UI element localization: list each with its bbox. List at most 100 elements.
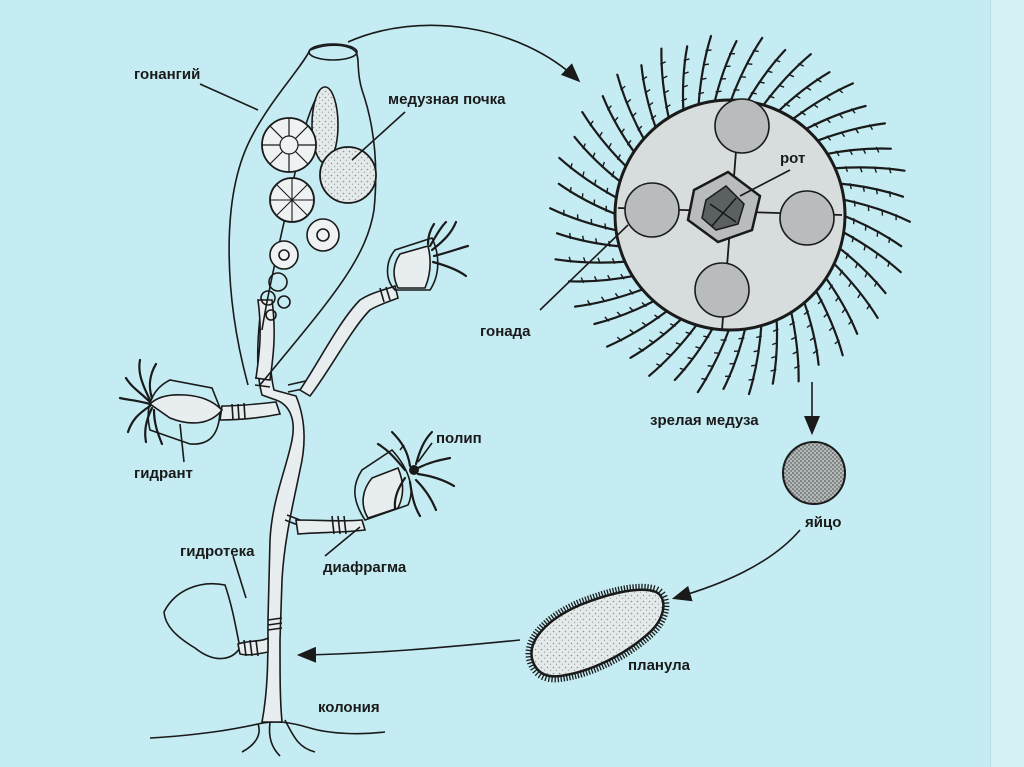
- tentacle-segment: [844, 165, 849, 172]
- tentacle-segment: [753, 349, 760, 353]
- label-gonad: гонада: [480, 323, 531, 340]
- tentacle-segment: [848, 281, 853, 288]
- medusa-tentacle: [713, 40, 738, 106]
- tentacle-segment: [778, 84, 785, 88]
- labels: гонангий медузная почка рот гонада зрела…: [134, 66, 841, 716]
- tentacle-segment: [595, 238, 598, 245]
- tentacle-segment: [626, 139, 632, 146]
- gonad: [779, 190, 835, 246]
- tentacle-segment: [681, 97, 688, 102]
- tentacle-segment: [859, 166, 863, 173]
- medusa-tentacle: [593, 298, 658, 326]
- tentacle-segment: [616, 336, 623, 342]
- tentacle-segment: [701, 377, 708, 381]
- tentacle-segment: [862, 185, 865, 192]
- tentacle-segment: [840, 131, 846, 138]
- tentacle-segment: [746, 62, 753, 65]
- hydranth-left: [118, 358, 224, 446]
- tentacle-segment: [848, 149, 853, 156]
- medusa-tentacle: [673, 324, 716, 382]
- medusa-tentacle: [747, 321, 763, 396]
- polyp: [354, 430, 456, 521]
- tentacle-segment: [875, 252, 879, 259]
- tentacle-segment: [582, 235, 585, 242]
- tentacle-segment: [569, 163, 573, 170]
- tentacle-segment: [750, 92, 757, 95]
- medusa-tentacle: [601, 95, 637, 156]
- tentacle-segment: [863, 244, 867, 251]
- tentacle-segment: [589, 120, 594, 127]
- medusa-tentacle: [573, 135, 624, 185]
- medusa-tentacle: [760, 53, 812, 109]
- tentacle-segment: [682, 71, 689, 75]
- egg: [782, 441, 846, 505]
- mature-medusa: [549, 34, 911, 396]
- tentacle-segment: [611, 258, 616, 265]
- root-branch: [241, 723, 260, 753]
- tentacle-segment: [848, 319, 854, 325]
- medusa-bud-tiny: [277, 295, 291, 309]
- tentacle-segment: [654, 314, 660, 319]
- tentacle-segment: [888, 167, 892, 174]
- tentacle-segment: [600, 296, 606, 303]
- tentacle-segment: [838, 113, 844, 119]
- arrow-gonangium-to-medusa: [347, 24, 581, 83]
- medusa-tentacle: [697, 34, 713, 109]
- medusa-bud-small: [306, 218, 340, 252]
- tentacle-segment: [813, 122, 819, 129]
- label-hydrotheca: гидротека: [180, 543, 255, 560]
- tentacle-segment: [834, 339, 840, 345]
- tentacle-segment: [826, 135, 832, 141]
- tentacle-segment: [625, 98, 632, 105]
- tentacle-segment: [581, 193, 584, 200]
- tentacle-segment: [669, 323, 676, 328]
- tentacle-segment: [631, 112, 637, 118]
- tentacle-segment: [790, 336, 797, 341]
- tentacle-segment: [887, 260, 891, 267]
- cycle-arrows: [296, 24, 820, 663]
- tentacle-segment: [750, 364, 758, 367]
- tentacle-segment: [794, 365, 800, 369]
- planula: [525, 583, 670, 683]
- medusa-tentacle: [836, 245, 887, 295]
- tentacle-segment: [739, 76, 746, 78]
- tentacle-segment: [659, 331, 666, 336]
- slide-edge: [990, 0, 1024, 767]
- tentacle-segment: [616, 154, 621, 161]
- medusa-tentacle: [839, 198, 911, 223]
- tentacle-segment: [616, 311, 622, 317]
- medusa-bud-tiny: [265, 309, 277, 321]
- gonad: [714, 98, 770, 154]
- tentacle-segment: [700, 77, 707, 81]
- tentacle-segment: [663, 89, 670, 94]
- medusa-tentacle: [728, 36, 764, 105]
- medusa-tentacle: [802, 298, 820, 366]
- tentacle-segment: [792, 350, 799, 355]
- tentacle-segment: [748, 378, 755, 381]
- tentacle-segment: [568, 256, 572, 263]
- tentacle-segment: [656, 363, 663, 368]
- tentacle-segment: [823, 312, 829, 318]
- medusa-bud-large: [319, 146, 377, 204]
- tentacle-segment: [629, 306, 635, 313]
- tentacle-segment: [875, 146, 880, 153]
- tentacle-segment: [825, 95, 831, 101]
- medusa-tentacle: [616, 73, 647, 143]
- tentacle-segment: [849, 183, 852, 190]
- tentacle-segment: [664, 104, 671, 109]
- medusa-tentacle: [839, 229, 902, 274]
- tentacle-segment: [815, 78, 822, 83]
- tentacle-segment: [629, 329, 635, 335]
- medusa-tentacle: [696, 325, 732, 394]
- tentacle-segment: [605, 187, 609, 194]
- medusa-tentacle: [836, 182, 905, 198]
- mouth: [701, 185, 745, 231]
- tentacle-segment: [854, 262, 859, 269]
- tentacle-segment: [888, 190, 891, 198]
- tentacle-segment: [569, 232, 572, 240]
- tentacle-segment: [873, 280, 878, 287]
- medusa-tentacle: [555, 232, 624, 248]
- tentacle-segment: [771, 355, 778, 359]
